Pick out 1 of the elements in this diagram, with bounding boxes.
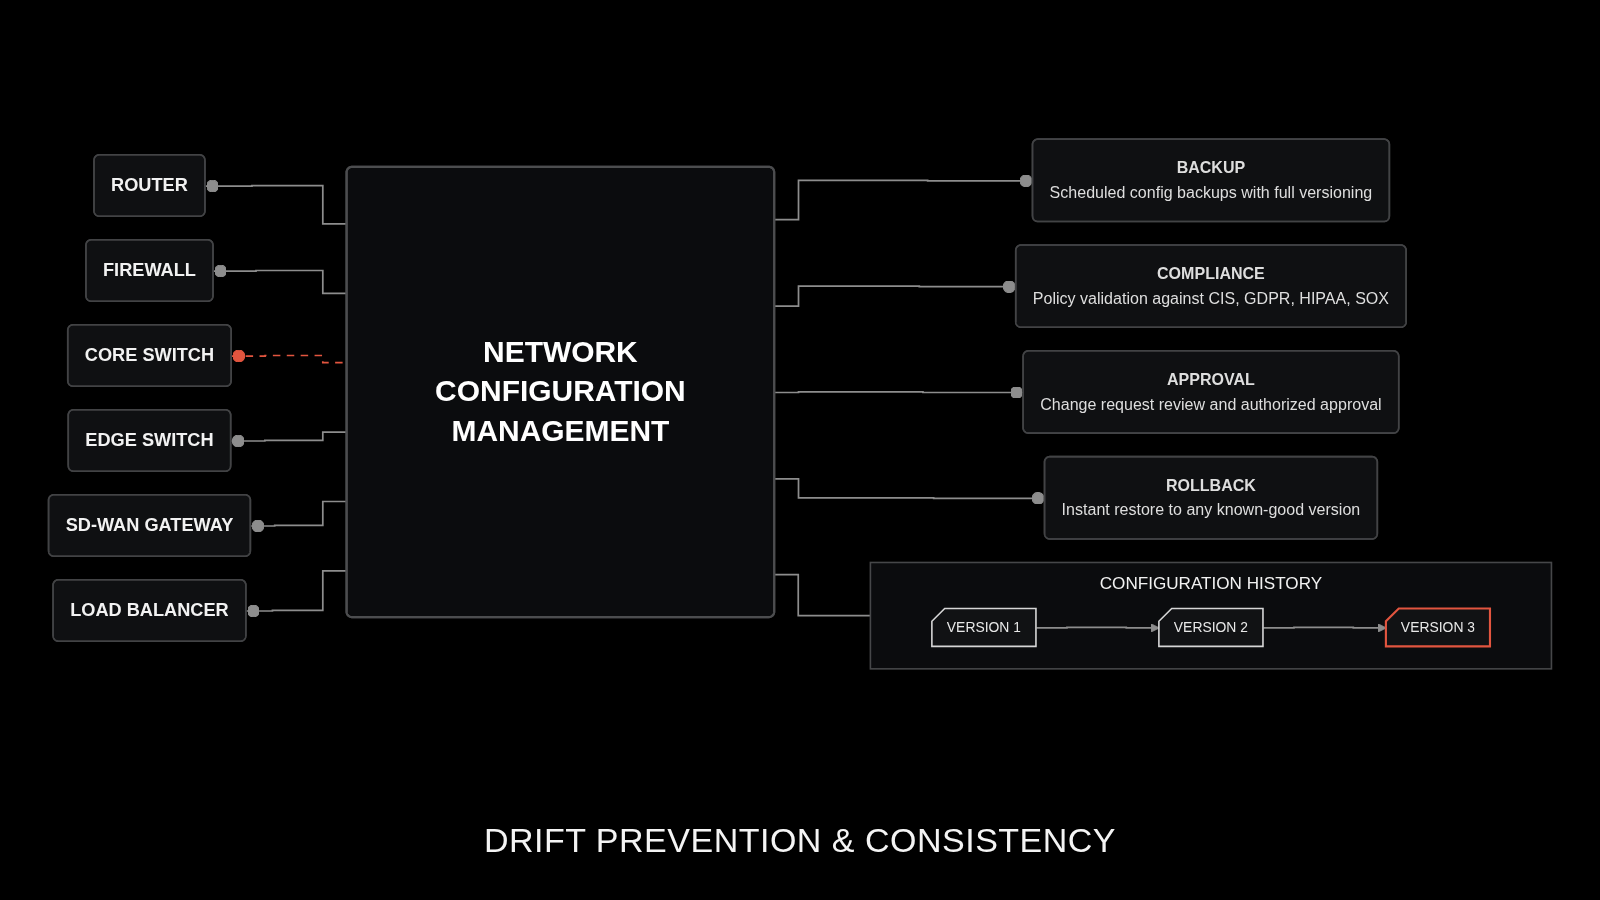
caption: DRIFT PREVENTION & CONSISTENCY	[482, 821, 1118, 860]
